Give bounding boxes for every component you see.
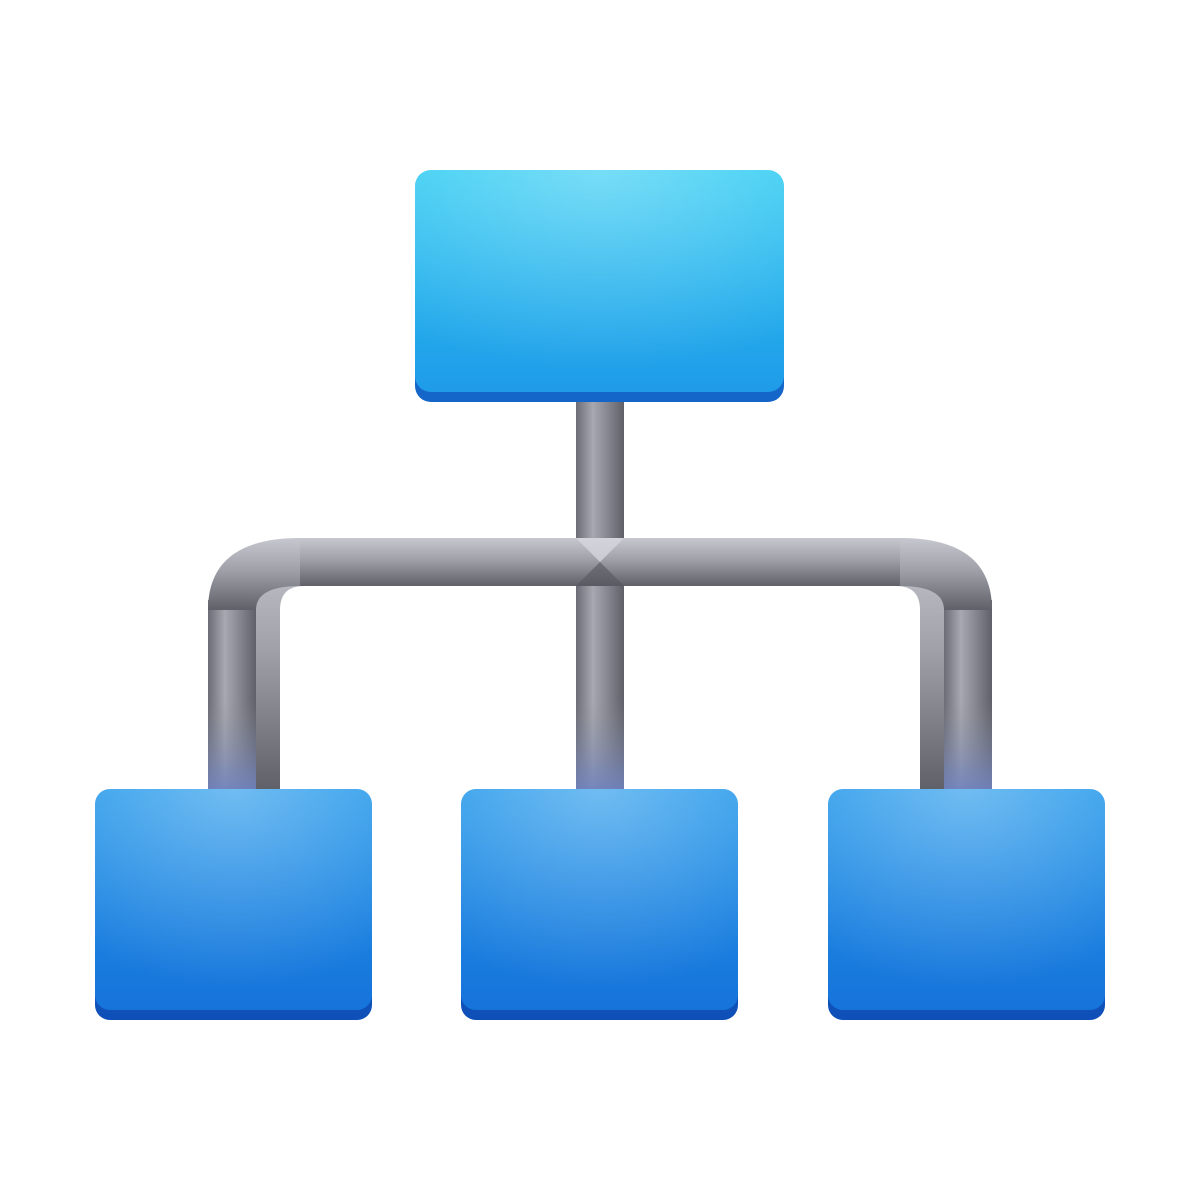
connector-root-stem bbox=[576, 395, 624, 565]
node-child-left bbox=[95, 789, 372, 1020]
connector-center-drop-tint bbox=[576, 700, 624, 790]
connector-junction-shadow bbox=[576, 562, 624, 586]
node-child-center bbox=[461, 789, 738, 1020]
connector-left-drop-tint bbox=[208, 700, 256, 790]
connector-right-drop-tint bbox=[944, 700, 992, 790]
connector-corner-right bbox=[900, 538, 992, 610]
node-root bbox=[415, 170, 784, 402]
connector-corner-left bbox=[208, 538, 300, 610]
connector-junction bbox=[576, 538, 624, 562]
connector-pipes bbox=[208, 395, 992, 790]
node-child-right bbox=[828, 789, 1105, 1020]
